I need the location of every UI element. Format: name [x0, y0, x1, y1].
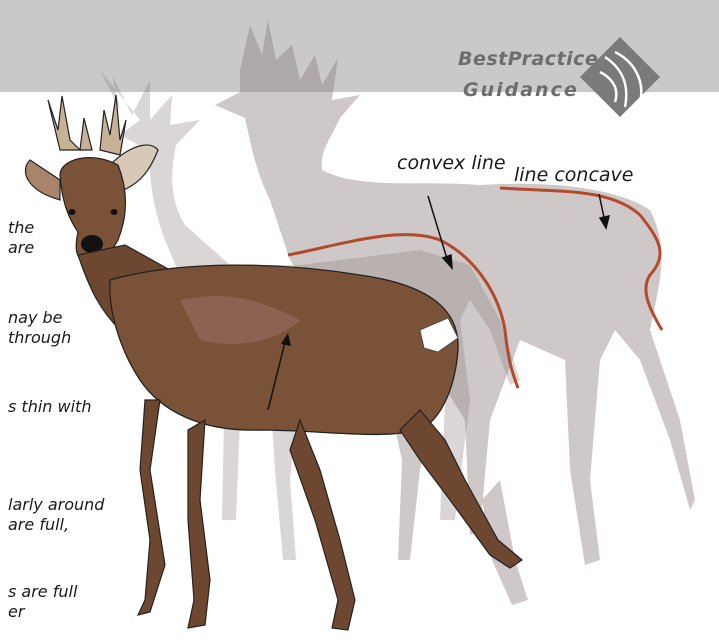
convex-line-label: convex line	[397, 152, 506, 174]
text-fragment-1: the	[8, 218, 34, 238]
text-fragment-2: are	[8, 238, 34, 258]
best-practice-guidance-logo: BestPractice Guidance	[455, 42, 585, 122]
logo-line2: Guidance	[463, 79, 579, 101]
text-fragment-7: are full,	[8, 515, 69, 535]
text-fragment-8: s are full	[8, 582, 77, 602]
text-fragment-3: nay be	[8, 308, 63, 328]
deer-logo-icon	[575, 32, 665, 122]
text-fragment-4: through	[8, 328, 71, 348]
concave-line-label: line concave	[514, 164, 633, 186]
text-fragment-5: s thin with	[8, 397, 91, 417]
text-fragment-6: larly around	[8, 495, 104, 515]
text-fragment-9: er	[8, 602, 24, 622]
